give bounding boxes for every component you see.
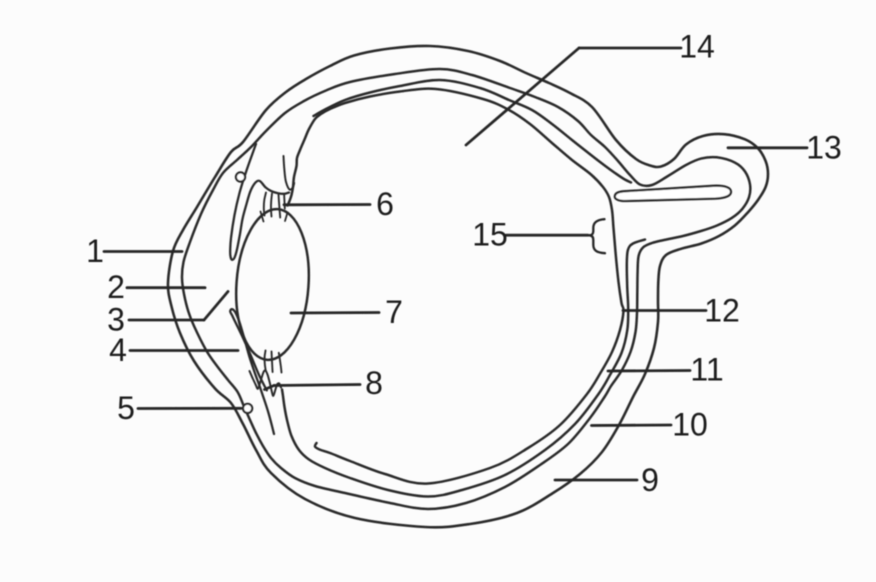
svg-text:15: 15: [472, 217, 508, 253]
svg-text:1: 1: [86, 233, 104, 269]
svg-text:13: 13: [806, 130, 842, 166]
svg-text:3: 3: [107, 302, 125, 338]
svg-text:14: 14: [679, 29, 715, 65]
svg-text:8: 8: [365, 365, 383, 401]
svg-text:10: 10: [672, 407, 708, 443]
svg-text:11: 11: [690, 352, 723, 388]
svg-text:9: 9: [641, 462, 659, 498]
svg-text:7: 7: [385, 294, 403, 330]
svg-text:5: 5: [117, 390, 135, 426]
svg-text:6: 6: [376, 186, 394, 222]
svg-text:4: 4: [109, 332, 127, 368]
svg-text:12: 12: [704, 293, 740, 329]
svg-text:2: 2: [107, 269, 125, 305]
